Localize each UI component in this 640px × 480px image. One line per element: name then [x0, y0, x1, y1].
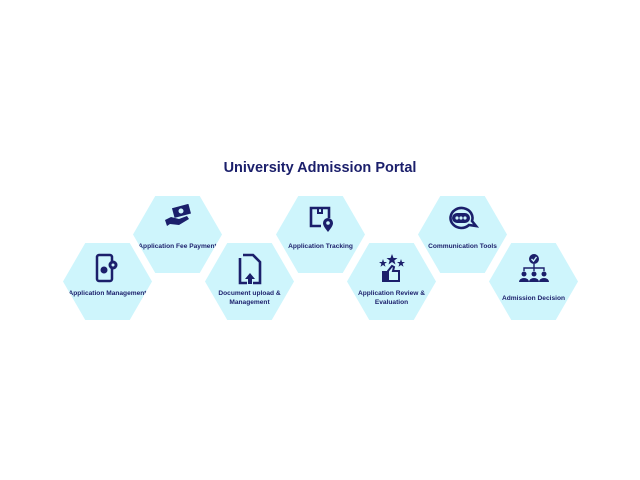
step-application-tracking: Application Tracking	[276, 196, 365, 273]
hand-money-icon	[164, 204, 191, 226]
box-location-icon	[309, 206, 333, 232]
step-application-fee-payment: Application Fee Payment	[133, 196, 222, 273]
step-label: Application Management	[68, 290, 147, 297]
step-communication-tools: Communication Tools	[418, 196, 507, 273]
step-label: Document upload & Management	[218, 290, 281, 306]
page-title: University Admission Portal	[223, 160, 417, 176]
org-check-icon	[518, 254, 549, 282]
step-label: Admission Decision	[501, 295, 566, 302]
step-label: Application Fee Payment	[138, 243, 217, 250]
document-upload-icon	[238, 253, 261, 285]
step-label: Application Review & Evaluation	[357, 290, 426, 306]
phone-gears-icon	[95, 253, 117, 283]
step-document-upload: Document upload & Management	[205, 243, 294, 320]
step-label: Application Tracking	[288, 243, 353, 250]
step-label: Communication Tools	[428, 243, 497, 250]
step-application-review: Application Review & Evaluation	[347, 243, 436, 320]
step-admission-decision: Admission Decision	[489, 243, 578, 320]
thumbs-up-stars-icon	[378, 254, 405, 282]
step-application-management: Application Management	[63, 243, 152, 320]
chat-bubble-icon	[448, 206, 479, 230]
